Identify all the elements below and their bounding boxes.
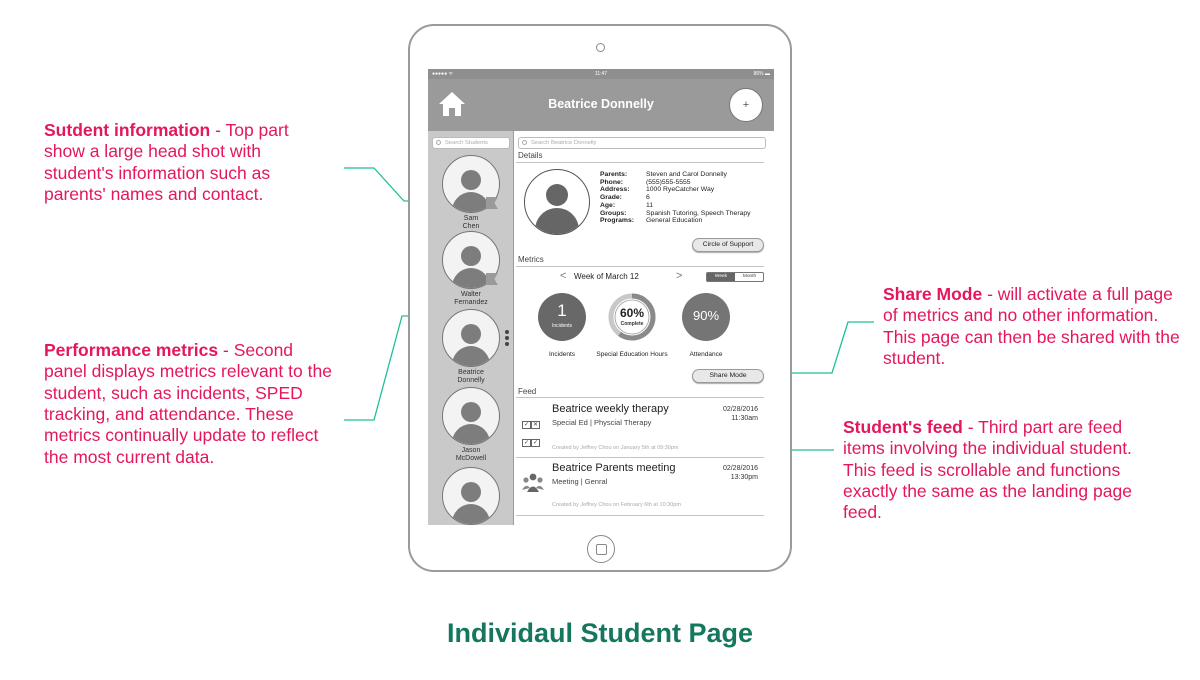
grade-value: 6	[646, 194, 650, 202]
address-value: 1000 RyeCatcher Way	[646, 186, 715, 194]
student-headshot	[524, 169, 590, 235]
feed-section-label: Feed	[518, 387, 537, 396]
annotation-share-mode: Share Mode - will activate a full page o…	[883, 284, 1180, 369]
feed-item-meta: Created by Jeffrey Chou on January 5th a…	[552, 445, 679, 451]
add-button[interactable]: +	[729, 88, 763, 122]
week-month-toggle[interactable]: Week Month	[706, 272, 764, 282]
camera-icon	[596, 43, 605, 52]
annotation-metrics: Performance metrics - Second panel displ…	[44, 340, 332, 467]
phone-value: (555)555-5555	[646, 178, 691, 186]
parents-value: Steven and Carol Donnelly	[646, 171, 727, 178]
divider	[516, 457, 764, 458]
student-detail-panel: Search Beatrice Donnelly Details Parents…	[514, 131, 774, 525]
feed-item-parents-meeting[interactable]: Beatrice Parents meeting Meeting | Genra…	[514, 462, 774, 520]
annotation-body: Top part show a large head shot with stu…	[44, 120, 289, 205]
annotation-title: Performance metrics	[44, 340, 219, 360]
more-options-icon[interactable]	[505, 330, 509, 348]
app-screen: ●●●●● ᯤ 11:47 86% ▬ Beatrice Donnelly + …	[428, 69, 774, 525]
month-toggle-option[interactable]: Month	[742, 274, 757, 279]
feed-item-meta: Created by Jeffrey Chou on February 6th …	[552, 502, 681, 508]
flag-icon	[486, 197, 498, 209]
divider	[516, 515, 764, 516]
circle-of-support-button[interactable]: Circle of Support	[692, 238, 764, 252]
page-title: Individaul Student Page	[446, 618, 754, 648]
annotation-student-info: Sutdent information - Top part show a la…	[44, 120, 289, 205]
annotation-body: Third part are feed items involving the …	[843, 417, 1132, 523]
incidents-label: Incidents	[548, 351, 576, 358]
avatar	[442, 387, 500, 445]
avatar	[442, 467, 500, 525]
status-time: 11:47	[594, 71, 608, 77]
search-icon	[436, 140, 441, 145]
student-info: Parents:Steven and Carol Donnelly Phone:…	[600, 171, 751, 225]
avatar	[442, 155, 500, 213]
people-icon	[522, 473, 544, 492]
student-detail-search-input[interactable]: Search Beatrice Donnelly	[518, 137, 766, 149]
week-label: Week of March 12	[574, 272, 639, 281]
divider	[516, 266, 764, 267]
annotation-body: will activate a full page of metrics and…	[883, 284, 1180, 369]
nav-bar: Beatrice Donnelly +	[428, 79, 774, 131]
feed-item-title: Beatrice Parents meeting	[552, 462, 676, 474]
sped-progress-ring	[608, 293, 656, 341]
sped-value: 60%	[619, 306, 645, 320]
incidents-value: 1	[557, 301, 567, 320]
sped-hours-metric[interactable]: 60% Complete	[608, 293, 656, 341]
home-icon[interactable]	[438, 91, 466, 117]
annotation-feed: Student's feed - Third part are feed ite…	[843, 417, 1132, 523]
attendance-metric[interactable]: 90%	[682, 293, 730, 341]
nav-title: Beatrice Donnelly	[548, 97, 654, 111]
search-icon	[522, 140, 527, 145]
status-bar: ●●●●● ᯤ 11:47 86% ▬	[428, 69, 774, 79]
sped-hours-label: Special Education Hours	[596, 351, 668, 358]
ipad-frame: ●●●●● ᯤ 11:47 86% ▬ Beatrice Donnelly + …	[408, 24, 792, 572]
annotation-title: Student's feed	[843, 417, 963, 437]
programs-value: General Education	[646, 217, 703, 225]
battery-indicator: 86% ▬	[753, 71, 770, 77]
feed-item-category: Meeting | Genral	[552, 477, 608, 486]
annotation-body: Second panel displays metrics relevant t…	[44, 340, 332, 467]
feed-item-title: Beatrice weekly therapy	[552, 403, 669, 415]
annotation-title: Share Mode	[883, 284, 983, 304]
metrics-section-label: Metrics	[518, 255, 544, 264]
attendance-value: 90%	[692, 308, 720, 323]
avatar	[442, 309, 500, 367]
annotation-title: Sutdent information	[44, 120, 211, 140]
student-search-input[interactable]: Search Students	[432, 137, 510, 149]
details-section-label: Details	[518, 151, 543, 160]
week-toggle-option[interactable]: Week	[707, 273, 735, 281]
feed-item-weekly-therapy[interactable]: ✓✕✓✓ Beatrice weekly therapy Special Ed …	[514, 403, 774, 461]
groups-value: Spanish Tutoring, Speech Therapy	[646, 209, 751, 217]
share-mode-button[interactable]: Share Mode	[692, 369, 764, 383]
divider	[516, 397, 764, 398]
checkbox-icon: ✓✕✓✓	[522, 421, 540, 447]
signal-indicator: ●●●●● ᯤ	[432, 71, 454, 77]
device-home-button[interactable]	[587, 535, 615, 563]
next-week-icon[interactable]: >	[676, 270, 683, 282]
previous-week-icon[interactable]: <	[560, 270, 567, 282]
divider	[516, 162, 764, 163]
flag-icon	[486, 273, 498, 285]
attendance-label: Attendance	[689, 351, 723, 358]
feed-item-category: Special Ed | Physcial Therapy	[552, 418, 652, 427]
age-value: 11	[646, 201, 654, 209]
incidents-metric[interactable]: 1 Incidents	[538, 293, 586, 341]
